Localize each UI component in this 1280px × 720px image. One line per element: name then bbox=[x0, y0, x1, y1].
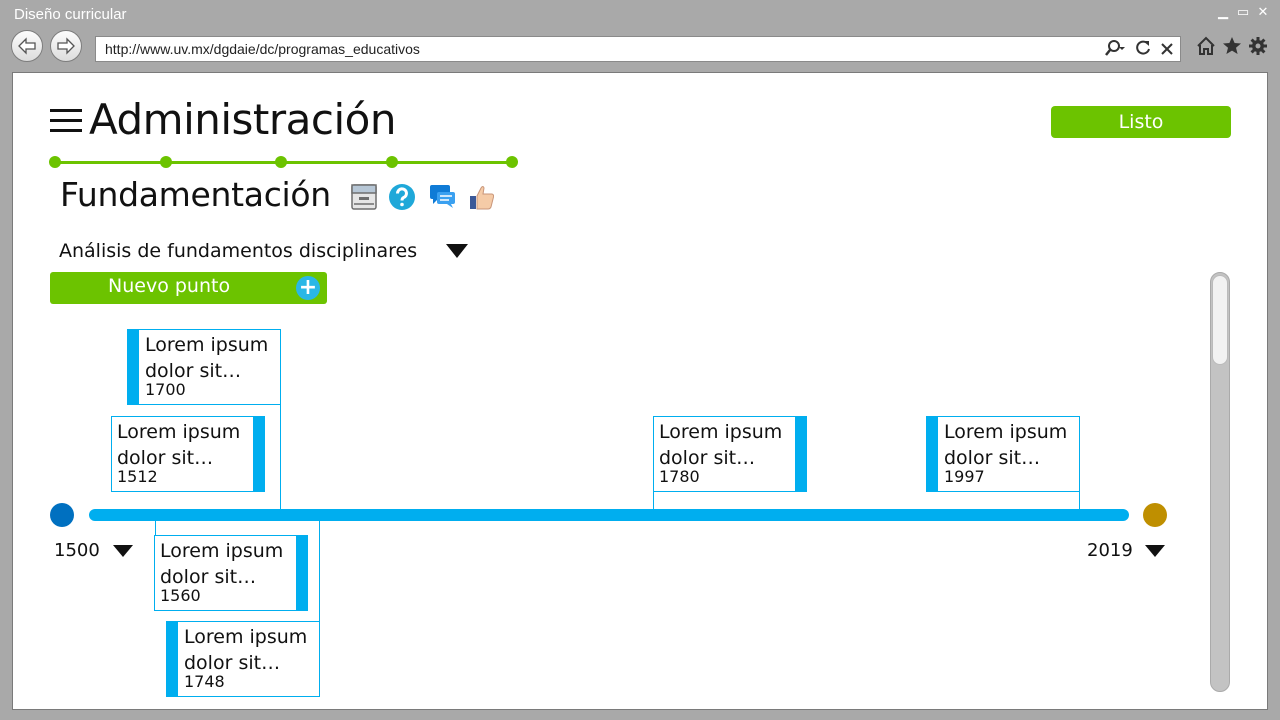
back-button[interactable] bbox=[11, 30, 43, 62]
timeline-track bbox=[89, 509, 1129, 521]
minimize-icon[interactable]: ▁ bbox=[1218, 5, 1228, 20]
plus-icon: + bbox=[296, 276, 320, 300]
event-text: Lorem ipsum dolor sit… bbox=[117, 421, 241, 469]
stop-icon[interactable] bbox=[1160, 41, 1174, 61]
timeline-start-marker[interactable] bbox=[50, 503, 74, 527]
refresh-icon[interactable] bbox=[1134, 39, 1152, 62]
timeline-end-year: 2019 bbox=[1087, 540, 1133, 561]
category-select[interactable]: Análisis de fundamentos disciplinares bbox=[59, 240, 418, 262]
help-icon[interactable] bbox=[388, 183, 416, 211]
event-connector bbox=[319, 521, 320, 624]
scrollbar-thumb[interactable] bbox=[1212, 275, 1228, 365]
address-bar-icons bbox=[1104, 39, 1174, 62]
close-icon[interactable]: ✕ bbox=[1257, 5, 1269, 20]
forward-arrow-icon bbox=[57, 37, 75, 55]
forward-button[interactable] bbox=[50, 30, 82, 62]
event-connector bbox=[1079, 492, 1080, 509]
new-point-label: Nuevo punto bbox=[108, 275, 231, 297]
progress-step-5[interactable] bbox=[506, 156, 518, 168]
end-year-dropdown-icon[interactable] bbox=[1145, 545, 1165, 557]
progress-step-4[interactable] bbox=[386, 156, 398, 168]
archive-icon[interactable] bbox=[350, 183, 378, 211]
timeline-end-marker[interactable] bbox=[1143, 503, 1167, 527]
hamburger-menu-icon[interactable] bbox=[50, 109, 82, 133]
progress-step-2[interactable] bbox=[160, 156, 172, 168]
event-text: Lorem ipsum dolor sit… bbox=[160, 540, 284, 588]
window-controls: ▁ ▭ ✕ bbox=[1216, 6, 1270, 20]
event-year: 1748 bbox=[184, 672, 225, 691]
timeline-event-card[interactable]: Lorem ipsum dolor sit… 1512 bbox=[111, 416, 265, 492]
progress-step-3[interactable] bbox=[275, 156, 287, 168]
event-text: Lorem ipsum dolor sit… bbox=[184, 626, 308, 674]
event-year: 1512 bbox=[117, 467, 158, 486]
event-year: 1780 bbox=[659, 467, 700, 486]
back-arrow-icon bbox=[18, 37, 36, 55]
timeline-event-card[interactable]: Lorem ipsum dolor sit… 1780 bbox=[653, 416, 807, 492]
event-year: 1997 bbox=[944, 467, 985, 486]
event-connector bbox=[280, 405, 281, 509]
page-title: Administración bbox=[89, 95, 396, 144]
address-url: http://www.uv.mx/dgdaie/dc/programas_edu… bbox=[105, 41, 420, 57]
section-title: Fundamentación bbox=[60, 175, 331, 214]
timeline-event-card[interactable]: Lorem ipsum dolor sit… 1560 bbox=[154, 535, 308, 611]
favorites-star-icon[interactable] bbox=[1222, 36, 1242, 60]
new-point-button[interactable]: Nuevo punto + bbox=[50, 272, 327, 304]
address-bar[interactable]: http://www.uv.mx/dgdaie/dc/programas_edu… bbox=[95, 36, 1181, 62]
comments-icon[interactable] bbox=[429, 183, 457, 211]
event-text: Lorem ipsum dolor sit… bbox=[145, 334, 269, 382]
timeline-event-card[interactable]: Lorem ipsum dolor sit… 1997 bbox=[926, 416, 1080, 492]
home-icon[interactable] bbox=[1196, 36, 1216, 60]
event-year: 1700 bbox=[145, 380, 186, 399]
event-connector bbox=[653, 492, 654, 509]
event-year: 1560 bbox=[160, 586, 201, 605]
window-titlebar: Diseño curricular ▁ ▭ ✕ bbox=[0, 0, 1280, 30]
done-button[interactable]: Listo bbox=[1051, 106, 1231, 138]
start-year-dropdown-icon[interactable] bbox=[113, 545, 133, 557]
vertical-scrollbar[interactable] bbox=[1210, 272, 1230, 692]
event-text: Lorem ipsum dolor sit… bbox=[944, 421, 1068, 469]
search-icon[interactable] bbox=[1104, 39, 1126, 62]
maximize-icon[interactable]: ▭ bbox=[1236, 5, 1250, 20]
timeline-event-card[interactable]: Lorem ipsum dolor sit… 1748 bbox=[166, 621, 320, 697]
gear-icon[interactable] bbox=[1248, 36, 1268, 60]
event-connector bbox=[155, 521, 156, 538]
thumbs-up-icon[interactable] bbox=[468, 183, 496, 211]
window-title: Diseño curricular bbox=[14, 6, 127, 23]
browser-icons bbox=[1196, 36, 1268, 60]
timeline-event-card[interactable]: Lorem ipsum dolor sit… 1700 bbox=[127, 329, 281, 405]
timeline-start-year: 1500 bbox=[54, 540, 100, 561]
browser-toolbar: http://www.uv.mx/dgdaie/dc/programas_edu… bbox=[0, 30, 1280, 66]
page-content: Administración Listo Fundamentación Anál… bbox=[12, 72, 1268, 710]
chevron-down-icon[interactable] bbox=[446, 244, 468, 258]
progress-step-1[interactable] bbox=[49, 156, 61, 168]
event-text: Lorem ipsum dolor sit… bbox=[659, 421, 783, 469]
